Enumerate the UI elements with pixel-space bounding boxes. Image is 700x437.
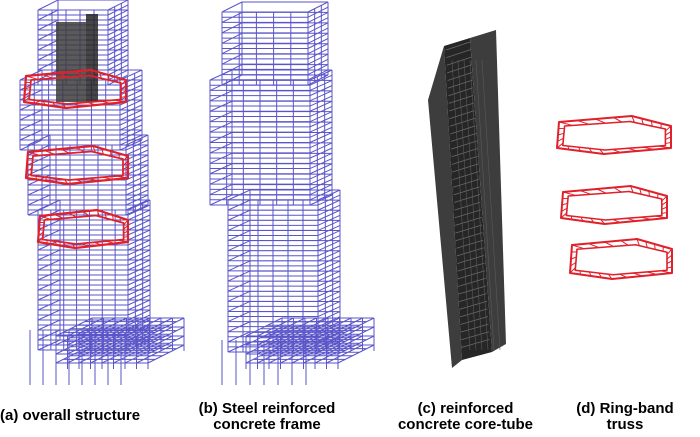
ring-d1-outer	[556, 115, 672, 155]
ring-d2-web	[560, 185, 668, 225]
ring-d3-inner	[574, 243, 668, 276]
ring-a1-web	[23, 69, 127, 109]
ring-d1-inner	[562, 120, 667, 151]
tower-b-mid-floors	[209, 69, 333, 206]
ring-d2-inner	[565, 190, 663, 221]
ring-a2-inner	[30, 150, 124, 181]
ring-band-truss-model	[556, 115, 673, 280]
ring-d2-outer	[560, 185, 668, 225]
ring-a3-inner	[41, 214, 125, 245]
caption-steel-frame: (b) Steel reinforced concrete frame	[192, 401, 342, 433]
core-a-visible	[56, 22, 86, 102]
ring-a2-web	[25, 145, 129, 185]
caption-b-line1: (b) Steel reinforced	[198, 400, 336, 417]
ring-a1-inner	[28, 74, 122, 105]
ring-d1-web	[556, 115, 672, 155]
tower-b-top-floors	[221, 1, 329, 86]
ring-d3-outer	[569, 238, 673, 280]
caption-ring-band-truss: (d) Ring-band truss	[565, 401, 685, 433]
caption-a-text: (a) overall structure	[0, 407, 141, 424]
tower-a-low-columns	[37, 200, 151, 350]
tower-b-top-columns	[221, 2, 329, 85]
tower-b-low-floors	[227, 189, 341, 353]
caption-b-line2: concrete frame	[213, 416, 321, 433]
ring-d3-web	[569, 238, 673, 280]
tower-b-mid-columns	[209, 70, 333, 205]
podium-b	[245, 317, 375, 369]
tower-a-base-columns	[29, 330, 122, 385]
core-a-side	[86, 14, 98, 102]
core-c-front-wall	[444, 38, 492, 360]
tower-b-base-columns	[221, 340, 307, 385]
core-c-left-wall	[428, 46, 462, 368]
overall-structure-model	[19, 0, 185, 385]
caption-c-line2: concrete core-tube	[397, 416, 534, 433]
reinforced-concrete-core-tube-model	[428, 30, 506, 368]
caption-core-tube: (c) reinforced concrete core-tube	[383, 401, 548, 433]
caption-c-line1: (c) reinforced	[417, 400, 514, 417]
tower-b-low-columns	[227, 190, 341, 352]
ring-a3-outer	[36, 208, 130, 250]
caption-overall-structure: (a) overall structure	[0, 408, 175, 424]
steel-reinforced-concrete-frame-model	[209, 1, 375, 385]
caption-d-line2: truss	[606, 416, 644, 433]
core-c-openings	[451, 59, 501, 351]
tower-a-upper-columns	[19, 70, 143, 150]
caption-d-line1: (d) Ring-band	[576, 400, 674, 417]
ring-a3-web	[37, 209, 129, 249]
podium-a	[55, 317, 185, 369]
